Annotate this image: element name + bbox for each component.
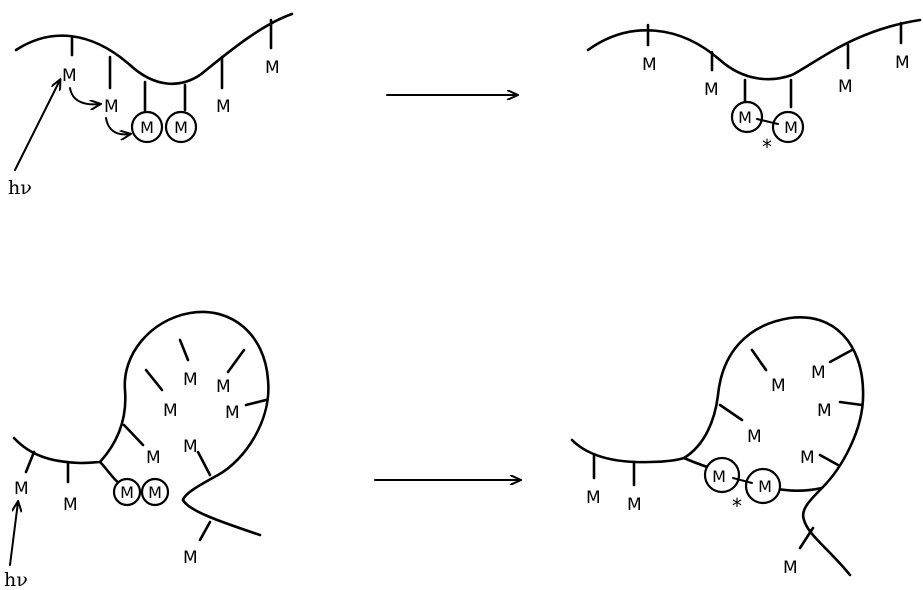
monomer-label: M — [586, 488, 601, 508]
excimer-bond — [756, 118, 779, 125]
monomer-circle — [140, 477, 170, 507]
energy-transfer-arrow — [105, 117, 130, 134]
polymer-chain — [586, 18, 922, 81]
monomer-circle — [744, 467, 782, 505]
panel-bottom-right: M M M M M M M M M M * — [570, 315, 865, 578]
panel-top-left: M M M M M M hν — [8, 12, 294, 199]
monomer-label: M — [895, 53, 910, 73]
pendant-bond — [198, 520, 212, 542]
monomer-label: M — [800, 448, 815, 468]
monomer-label: M — [183, 437, 198, 457]
panel-top-right: M M M M M M * — [586, 18, 922, 159]
pendant-bond — [178, 338, 190, 362]
polymer-chain — [570, 315, 865, 577]
light-label: hν — [4, 569, 28, 590]
monomer-label: M — [642, 55, 657, 75]
monomer-label: M — [738, 108, 752, 127]
monomer-label: M — [140, 118, 154, 137]
monomer-label: M — [817, 401, 832, 421]
polymer-chain — [98, 460, 122, 486]
monomer-label: M — [14, 479, 29, 499]
monomer-label: M — [265, 58, 280, 78]
excitation-arrow — [9, 502, 18, 566]
monomer-label: M — [771, 376, 786, 396]
monomer-label: M — [120, 483, 134, 502]
monomer-label: M — [838, 77, 853, 97]
monomer-label: M — [148, 483, 162, 502]
pendant-bond — [24, 450, 36, 474]
monomer-label: M — [146, 448, 161, 468]
monomer-label: M — [216, 377, 231, 397]
monomer-circle — [130, 110, 164, 144]
monomer-label: M — [747, 427, 762, 447]
excimer-marker: * — [732, 494, 742, 518]
monomer-label: M — [62, 66, 77, 86]
monomer-circle — [164, 110, 198, 144]
monomer-label: M — [63, 495, 78, 515]
monomer-label: M — [784, 118, 798, 137]
excitation-arrow — [14, 80, 60, 171]
energy-transfer-arrow — [69, 87, 100, 104]
monomer-label: M — [104, 97, 119, 117]
pendant-bond — [718, 403, 744, 422]
pendant-bond — [838, 400, 864, 407]
panel-bottom-left: M M M M M M M M M M M hν — [4, 310, 270, 590]
excimer-bond — [732, 477, 753, 484]
monomer-label: M — [183, 548, 198, 568]
monomer-label: M — [163, 401, 178, 421]
polymer-chain — [14, 12, 294, 86]
pendant-bond — [196, 450, 212, 477]
monomer-label: M — [174, 118, 188, 137]
monomer-circle — [703, 456, 741, 494]
monomer-label: M — [811, 363, 826, 383]
monomer-circle — [112, 477, 142, 507]
pendant-bond — [818, 453, 840, 467]
pendant-bond — [244, 398, 268, 407]
pendant-bond — [144, 368, 164, 392]
pendant-bond — [122, 423, 145, 447]
light-label: hν — [8, 177, 32, 199]
polymer-chain — [181, 498, 262, 537]
monomer-label: M — [216, 97, 231, 117]
monomer-label: M — [783, 558, 798, 578]
pendant-bond — [828, 348, 854, 364]
monomer-circle — [771, 110, 805, 144]
monomer-label: M — [758, 477, 772, 496]
monomer-label: M — [712, 467, 726, 486]
excimer-marker: * — [762, 135, 772, 159]
polymer-chain — [12, 310, 270, 502]
pendant-bond — [226, 348, 246, 374]
monomer-label: M — [183, 370, 198, 390]
monomer-circle — [730, 100, 764, 134]
monomer-label: M — [704, 80, 719, 100]
pendant-bond — [798, 526, 815, 550]
monomer-label: M — [225, 403, 240, 423]
monomer-label: M — [627, 495, 642, 515]
pendant-bond — [750, 348, 768, 372]
